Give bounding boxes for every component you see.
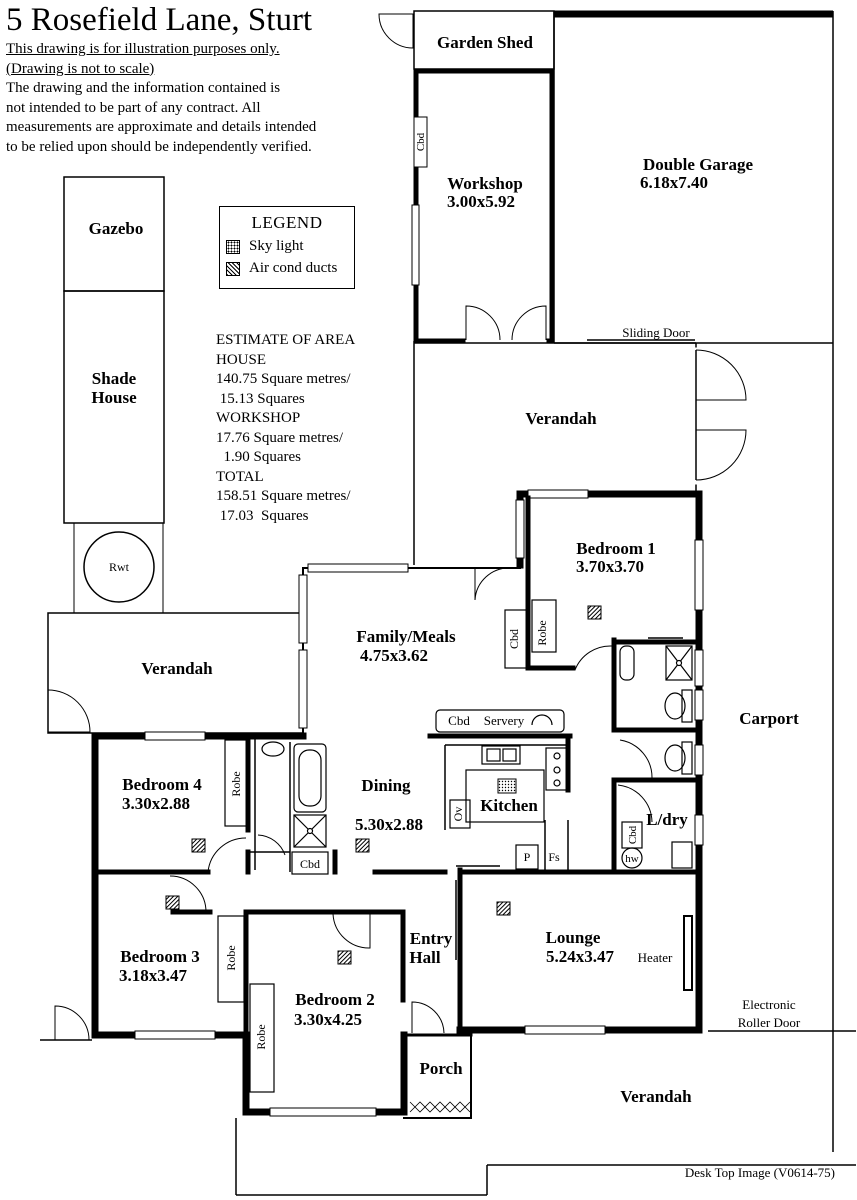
- sky-lights: [497, 778, 517, 794]
- label-gazebo: Gazebo: [89, 219, 144, 238]
- label-bath-cbd: Cbd: [300, 857, 320, 871]
- label-oven: Ov: [451, 807, 465, 822]
- label-carport: Carport: [739, 709, 799, 728]
- dim-bedroom-2: 3.30x4.25: [294, 1010, 362, 1029]
- area-house-label: HOUSE: [216, 351, 267, 368]
- shed-door-swing: [378, 13, 414, 49]
- label-porch: Porch: [419, 1059, 463, 1078]
- porch-lattice: [409, 1101, 471, 1113]
- label-double-garage: Double Garage: [643, 155, 753, 174]
- gazebo-shade-rwt: [63, 176, 165, 614]
- plan-header: 5 Rosefield Lane, Sturt This drawing is …: [6, 0, 386, 157]
- label-bedroom-3: Bedroom 3: [120, 947, 200, 966]
- dim-bedroom-3: 3.18x3.47: [119, 966, 188, 985]
- dim-family-meals: 4.75x3.62: [360, 646, 428, 665]
- area-total-sq: 17.03 Squares: [216, 507, 309, 524]
- side-door-swing: [54, 1005, 90, 1041]
- air-duct-swatch-icon: [226, 261, 240, 276]
- area-heading: ESTIMATE OF AREA: [216, 332, 356, 348]
- legend-label: Air cond ducts: [249, 260, 338, 276]
- area-workshop-label: WORKSHOP: [216, 410, 301, 426]
- windows: [134, 489, 704, 1117]
- legend-title: LEGEND: [251, 213, 323, 232]
- label-pantry: P: [524, 850, 531, 864]
- label-verandah-west: Verandah: [141, 659, 213, 678]
- disclaimer-scale: (Drawing is not to scale): [6, 60, 155, 77]
- area-total-sqm: 158.51 Square metres/: [216, 488, 351, 504]
- label-lounge: Lounge: [546, 928, 601, 947]
- note-line: measurements are approximate and details…: [6, 119, 317, 135]
- legend-item-ducts: Air cond ducts: [226, 260, 354, 277]
- legend-item-skylight: Sky light: [226, 238, 354, 255]
- note-line: The drawing and the information containe…: [6, 80, 281, 96]
- disclaimer-illustration: This drawing is for illustration purpose…: [6, 41, 280, 57]
- label-heater: Heater: [638, 950, 673, 965]
- label-bedroom4-robe: Robe: [229, 771, 243, 796]
- label-dining: Dining: [361, 776, 411, 795]
- label-family-meals: Family/Meals: [356, 627, 456, 646]
- label-kitchen-cbd: Cbd: [448, 713, 470, 728]
- verandah-door-swing: [47, 689, 91, 733]
- area-house-sqm: 140.75 Square metres/: [216, 371, 351, 387]
- label-verandah-rear: Verandah: [525, 409, 597, 428]
- ensuite-fixtures: [619, 645, 693, 775]
- label-workshop: Workshop: [447, 174, 523, 193]
- dim-lounge: 5.24x3.47: [546, 947, 615, 966]
- label-workshop-cbd: Cbd: [415, 132, 427, 151]
- label-laundry: L/dry: [646, 810, 688, 829]
- label-servery: Servery: [484, 713, 525, 728]
- label-verandah-front: Verandah: [620, 1087, 692, 1106]
- label-bedroom1-cbd: Cbd: [507, 629, 521, 649]
- label-shade-house-2: House: [91, 388, 137, 407]
- dim-dining: 5.30x2.88: [355, 815, 423, 834]
- label-bedroom-1: Bedroom 1: [576, 539, 656, 558]
- label-bedroom2-robe: Robe: [254, 1024, 268, 1049]
- page-title: 5 Rosefield Lane, Sturt: [6, 2, 313, 38]
- label-hot-water: hw: [625, 853, 639, 865]
- dim-double-garage: 6.18x7.40: [640, 173, 708, 192]
- area-house-sq: 15.13 Squares: [216, 390, 305, 407]
- legend-label: Sky light: [249, 238, 304, 254]
- label-bedroom-2: Bedroom 2: [295, 990, 375, 1009]
- label-sliding-door: Sliding Door: [622, 325, 690, 340]
- label-garden-shed: Garden Shed: [437, 33, 533, 52]
- air-cond-ducts: [165, 605, 602, 965]
- area-total-label: TOTAL: [216, 468, 264, 485]
- note-line: to be relied upon should be independentl…: [6, 138, 312, 155]
- footer-credit: Desk Top Image (V0614-75): [684, 1165, 835, 1180]
- robes-cbds: [217, 599, 557, 1093]
- label-entry: Entry: [410, 929, 453, 948]
- dim-bedroom-4: 3.30x2.88: [122, 794, 190, 813]
- label-electronic: Electronic: [742, 997, 796, 1012]
- dim-workshop: 3.00x5.92: [447, 192, 515, 211]
- label-bedroom3-robe: Robe: [224, 945, 238, 970]
- kitchen-fixtures: [435, 709, 569, 870]
- label-hall: Hall: [409, 948, 440, 967]
- dim-bedroom-1: 3.70x3.70: [576, 557, 644, 576]
- door-swings: [169, 567, 653, 1034]
- label-laundry-cbd: Cbd: [627, 825, 639, 844]
- area-workshop-sq: 1.90 Squares: [216, 449, 302, 465]
- skylight-swatch-icon: [226, 239, 240, 254]
- bathroom-fixtures: [261, 741, 329, 875]
- legend-box: LEGEND Sky light Air cond ducts: [219, 206, 355, 289]
- label-shade-house-1: Shade: [92, 369, 137, 388]
- label-bedroom-4: Bedroom 4: [122, 775, 202, 794]
- note-line: not intended to be part of any contract.…: [6, 99, 261, 116]
- label-bedroom1-robe: Robe: [535, 620, 549, 645]
- label-rwt: Rwt: [109, 560, 130, 574]
- label-fridge-space: Fs: [548, 850, 560, 864]
- thin-partitions: [248, 736, 570, 960]
- laundry-fixtures: [621, 821, 693, 869]
- label-roller-door: Roller Door: [738, 1015, 801, 1030]
- area-estimate: ESTIMATE OF AREA HOUSE 140.75 Square metre…: [216, 331, 355, 526]
- label-kitchen: Kitchen: [480, 796, 538, 815]
- workshop: [411, 68, 555, 345]
- area-workshop-sqm: 17.76 Square metres/: [216, 429, 344, 446]
- double-doors-east: [693, 347, 747, 485]
